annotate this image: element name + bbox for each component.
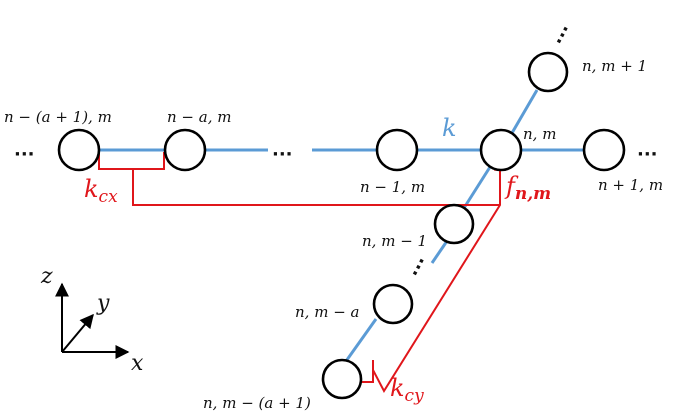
node-down-a — [372, 283, 414, 325]
node-far-left — [57, 128, 101, 172]
node-left-1 — [375, 128, 419, 172]
label-node-center: n, m — [523, 125, 556, 143]
label-node-left-1: n − 1, m — [360, 178, 425, 196]
spring-y-down — [462, 166, 492, 209]
node-left-a — [163, 128, 207, 172]
node-down-far — [321, 358, 363, 400]
node-right-1 — [582, 128, 626, 172]
label-node-right-1: n + 1, m — [598, 176, 663, 194]
springs — [99, 89, 584, 365]
axis-y-arrow — [61, 313, 94, 353]
axis-y-label: y — [96, 291, 110, 316]
label-node-left-a: n − a, m — [167, 108, 231, 126]
node-down-1 — [433, 203, 475, 245]
label-coupling-x: kcx — [84, 175, 118, 207]
label-coupling-y: kcy — [390, 374, 424, 406]
dots-top: ··· — [549, 21, 577, 49]
axes-triad — [55, 282, 130, 359]
label-node-far-left: n − (a + 1), m — [4, 108, 112, 126]
dots-middle: ··· — [272, 144, 293, 165]
spring-y-lower-stub — [342, 318, 378, 365]
dots-left-end: ··· — [14, 144, 35, 165]
label-node-down-a: n, m − a — [295, 303, 359, 321]
node-up-1 — [527, 51, 569, 93]
node-labels: n − (a + 1), m n − a, m n − 1, m n, m n … — [4, 57, 663, 412]
axis-x-label: x — [131, 351, 144, 376]
nodes — [57, 51, 626, 400]
coupling-x-long — [132, 169, 500, 206]
spring-y-up — [510, 89, 539, 134]
coupling-x-short — [98, 152, 165, 170]
coupling-y-long — [372, 158, 506, 394]
node-center — [479, 128, 523, 172]
dots-bottom: ··· — [405, 253, 433, 281]
label-node-up-1: n, m + 1 — [582, 57, 647, 75]
dots-right-end: ··· — [637, 144, 658, 165]
spring-y-down-stub — [430, 240, 449, 264]
label-node-down-1: n, m − 1 — [362, 232, 427, 250]
label-spring-k: k — [442, 114, 457, 142]
axis-z-label: z — [40, 264, 53, 289]
label-node-down-far: n, m − (a + 1) — [203, 394, 311, 412]
couplings — [98, 152, 506, 394]
label-force: fn,m — [504, 172, 551, 204]
